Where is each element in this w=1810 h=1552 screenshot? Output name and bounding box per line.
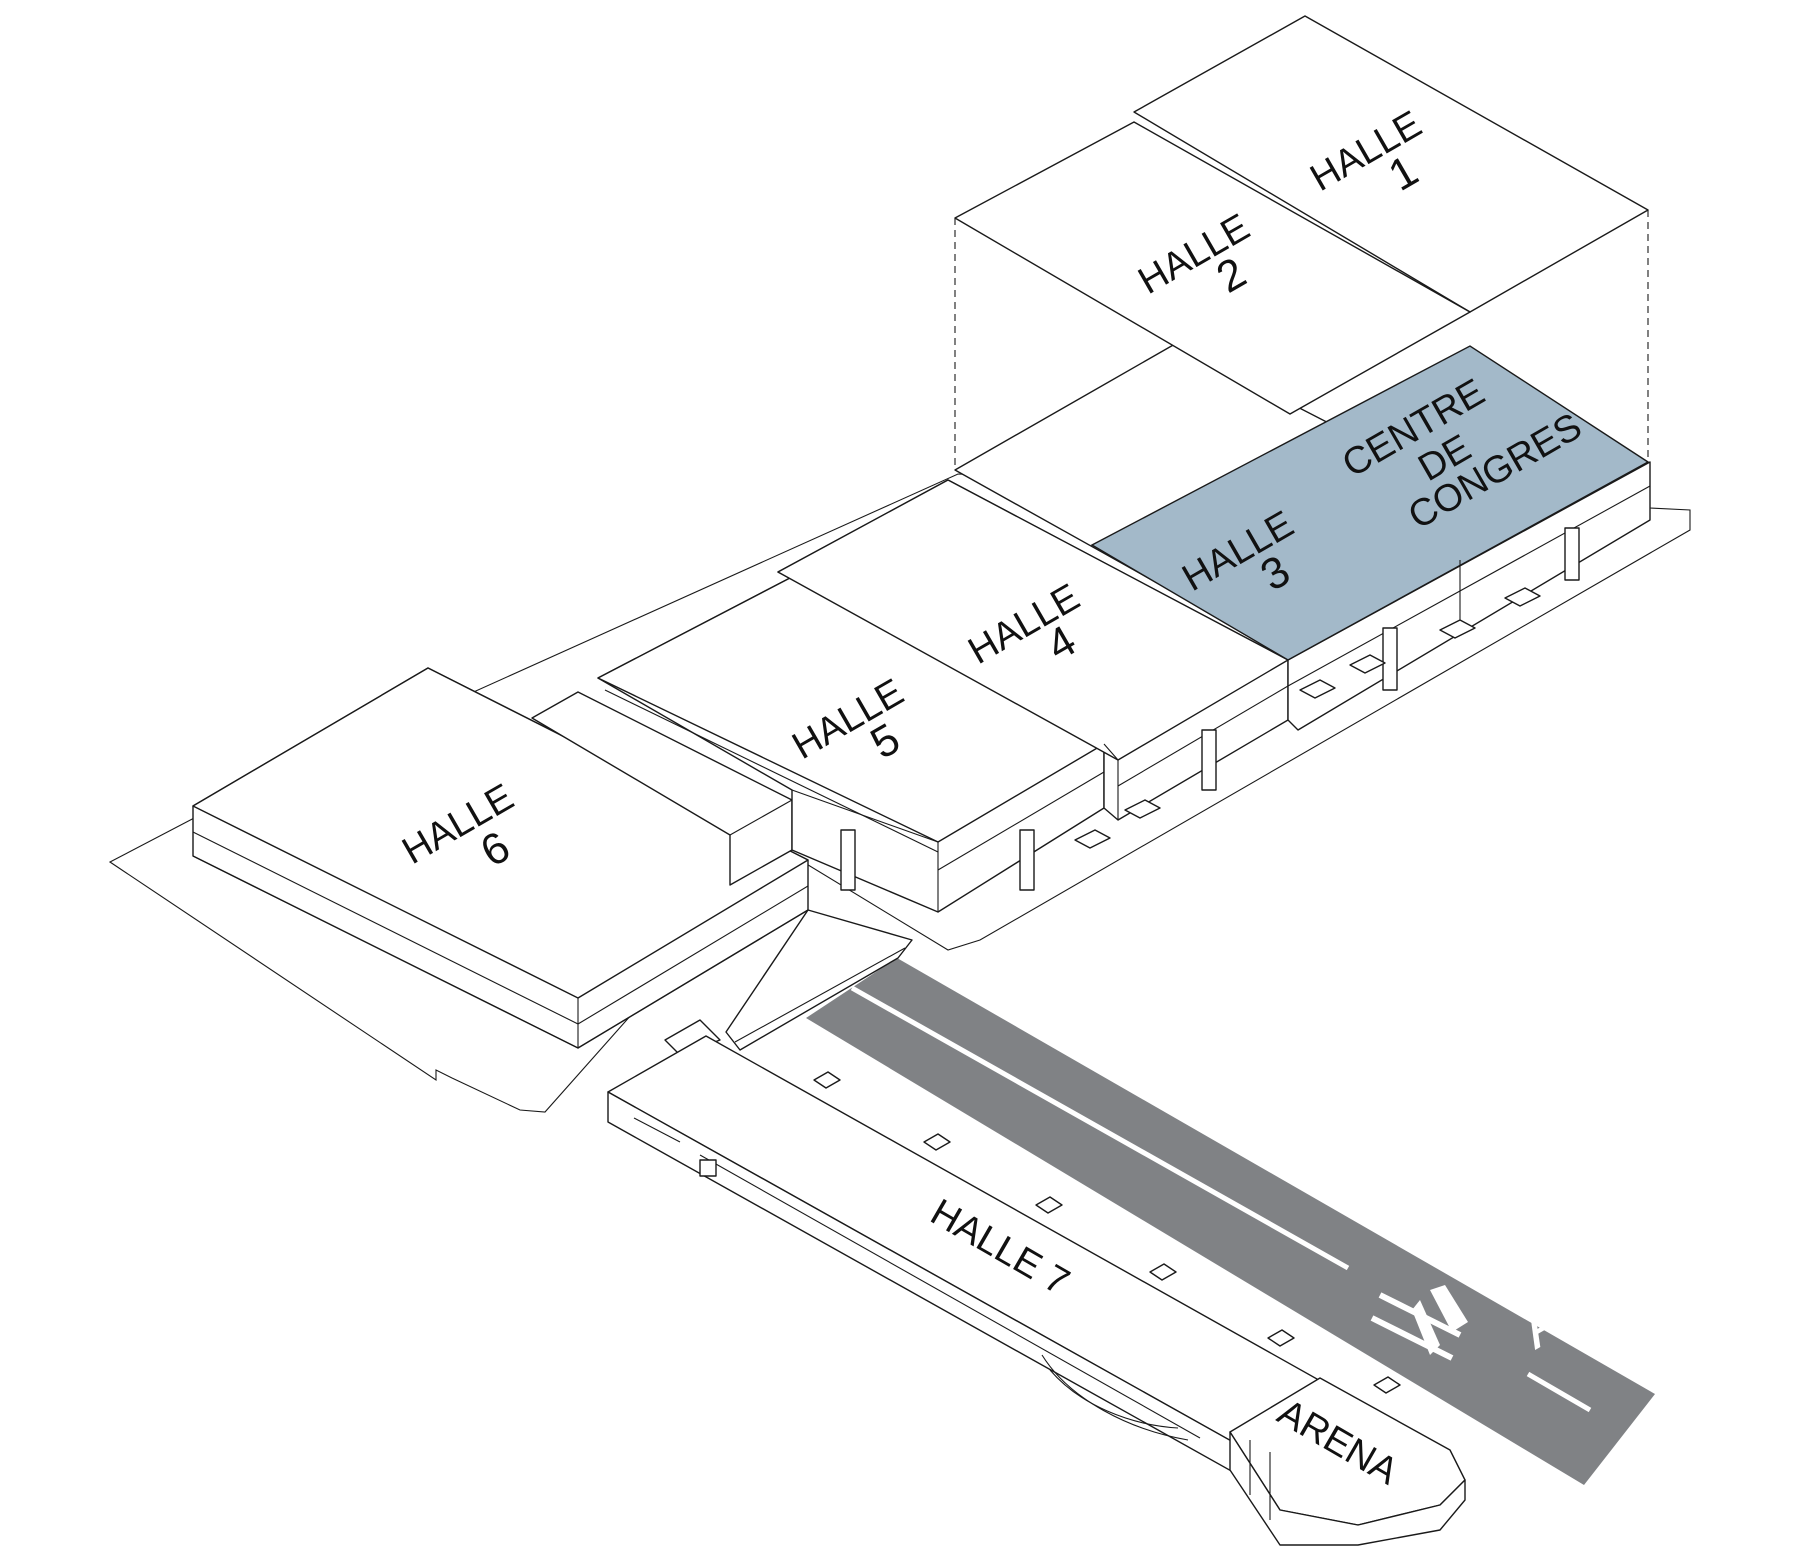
walkway bbox=[664, 909, 913, 1056]
hall-3-congress-centre[interactable]: HALLE 3 CENTRE DE CONGRES bbox=[1090, 345, 1651, 731]
hall-7-roof-units bbox=[813, 1071, 1401, 1394]
annex-details bbox=[840, 527, 1580, 891]
highway-pictogram bbox=[1370, 1285, 1468, 1361]
highway-centerline-end bbox=[1526, 1371, 1592, 1413]
hall-3-highlight bbox=[1090, 345, 1650, 661]
hall-1[interactable]: HALLE 1 bbox=[1133, 15, 1649, 313]
hall-4[interactable]: HALLE 4 bbox=[777, 479, 1289, 821]
highway-centerline bbox=[850, 985, 1350, 1271]
hall-2[interactable]: HALLE 2 bbox=[954, 121, 1471, 415]
hall-7[interactable]: HALLE 7 bbox=[607, 1035, 1401, 1506]
